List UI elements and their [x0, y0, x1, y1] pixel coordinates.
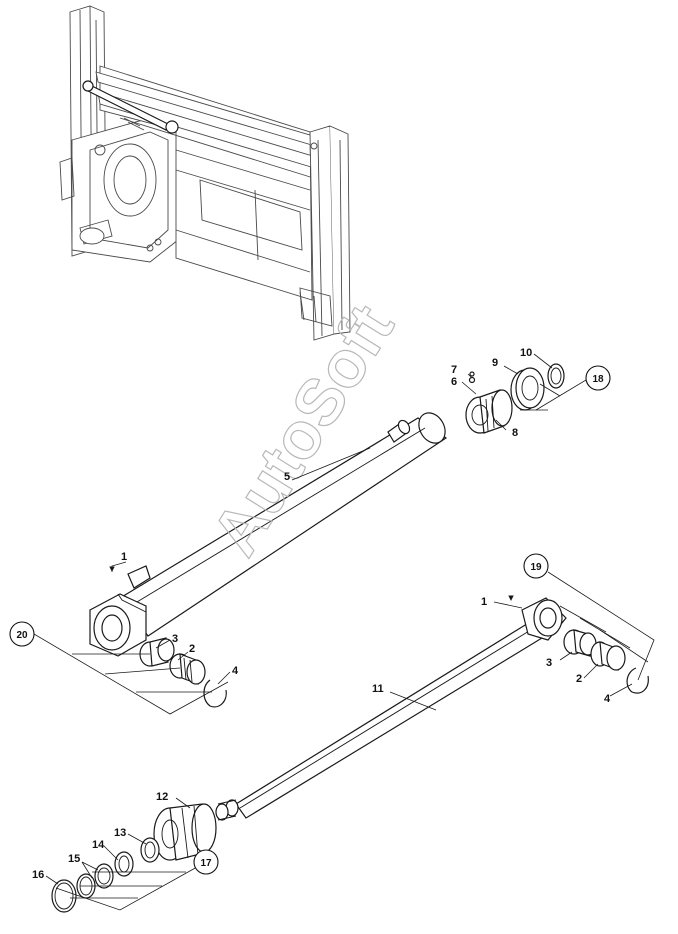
- head-seal-group: [465, 363, 565, 434]
- cylinder-barrel: [89, 412, 448, 657]
- callout-4-front: 4: [604, 693, 611, 705]
- callout-14: 14: [92, 839, 105, 851]
- callout-9: 9: [492, 357, 498, 369]
- callout-15: 15: [68, 853, 80, 865]
- callout-3-rear: 3: [172, 633, 178, 645]
- callout-4-rear: 4: [232, 665, 239, 677]
- callout-2-rear: 2: [189, 643, 195, 655]
- piston-rod-assembly: [51, 597, 567, 913]
- callout-11: 11: [372, 683, 384, 695]
- callout-20: 20: [16, 630, 28, 641]
- callout-7: 7: [451, 364, 457, 376]
- callout-19: 19: [530, 562, 542, 573]
- front-pin-group: [563, 629, 649, 694]
- callout-8: 8: [512, 427, 518, 439]
- item-labels: 1 1 2 2 3 3 4 4 5 6 7 8 9 10 11 12 13 14…: [32, 347, 611, 881]
- callout-5: 5: [284, 471, 290, 483]
- callout-3-front: 3: [546, 657, 552, 669]
- callout-10: 10: [520, 347, 532, 359]
- rear-pin-group: [139, 637, 227, 708]
- callout-6: 6: [451, 376, 457, 388]
- mast-context-view: [59, 5, 351, 341]
- callout-18: 18: [592, 374, 604, 385]
- assembly-callouts: 20 18 19 17: [9, 365, 611, 875]
- leader-lines: [33, 353, 655, 911]
- callout-16: 16: [32, 869, 44, 881]
- callout-1-barrel: 1: [121, 551, 127, 563]
- callout-17: 17: [200, 858, 212, 869]
- callout-2-front: 2: [576, 673, 582, 685]
- callout-12: 12: [156, 791, 168, 803]
- callout-1-rod: 1: [481, 596, 487, 608]
- callout-13: 13: [114, 827, 126, 839]
